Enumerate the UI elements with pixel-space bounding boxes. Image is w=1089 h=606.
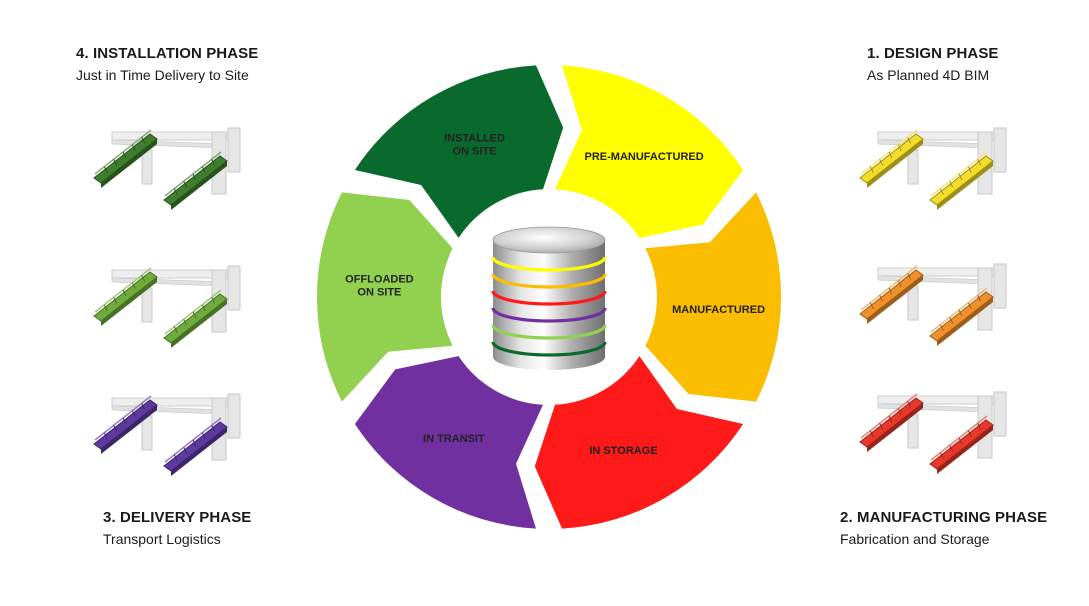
- segment-label-pre-manufactured: PRE-MANUFACTURED: [585, 151, 704, 163]
- delivery-phase-subtitle: Transport Logistics: [103, 531, 221, 547]
- manufacturing-phase-caption: 2. MANUFACTURING PHASE Fabrication and S…: [840, 508, 1047, 549]
- database-icon: [491, 226, 607, 370]
- segments-group: PRE-MANUFACTURED MANUFACTURED IN STORAGE IN…: [316, 65, 782, 529]
- bridge-illustration-manufacturing-orange: [859, 263, 1007, 346]
- segment-installed-on-site: [354, 65, 564, 238]
- design-phase-title: 1. DESIGN PHASE: [867, 45, 999, 62]
- delivery-phase-caption: 3. DELIVERY PHASE Transport Logistics: [103, 508, 251, 549]
- installation-phase-title: 4. INSTALLATION PHASE: [76, 45, 259, 62]
- segment-in-storage: [534, 356, 744, 529]
- segment-label-in-storage: IN STORAGE: [589, 445, 657, 457]
- design-phase-subtitle: As Planned 4D BIM: [867, 67, 990, 83]
- segment-pre-manufactured: [555, 65, 744, 238]
- segment-offloaded-on-site: [316, 192, 453, 402]
- design-phase-caption: 1. DESIGN PHASE As Planned 4D BIM: [867, 44, 999, 85]
- segment-label-in-transit: IN TRANSIT: [423, 433, 485, 445]
- segment-label-manufactured: MANUFACTURED: [672, 304, 765, 316]
- installation-phase-caption: 4. INSTALLATION PHASE Just in Time Deliv…: [76, 44, 258, 85]
- bridge-illustration-installation-light: [93, 265, 241, 348]
- bridge-illustration-manufacturing-red: [859, 391, 1007, 474]
- delivery-phase-title: 3. DELIVERY PHASE: [103, 509, 252, 526]
- bridge-illustration-installation-dark: [93, 127, 241, 210]
- segment-manufactured: [645, 192, 782, 402]
- segment-in-transit: [354, 356, 543, 529]
- bridge-illustration-design: [859, 127, 1007, 210]
- manufacturing-phase-subtitle: Fabrication and Storage: [840, 531, 990, 547]
- bridge-illustration-delivery: [93, 393, 241, 476]
- manufacturing-phase-title: 2. MANUFACTURING PHASE: [840, 509, 1048, 526]
- installation-phase-subtitle: Just in Time Delivery to Site: [76, 67, 249, 83]
